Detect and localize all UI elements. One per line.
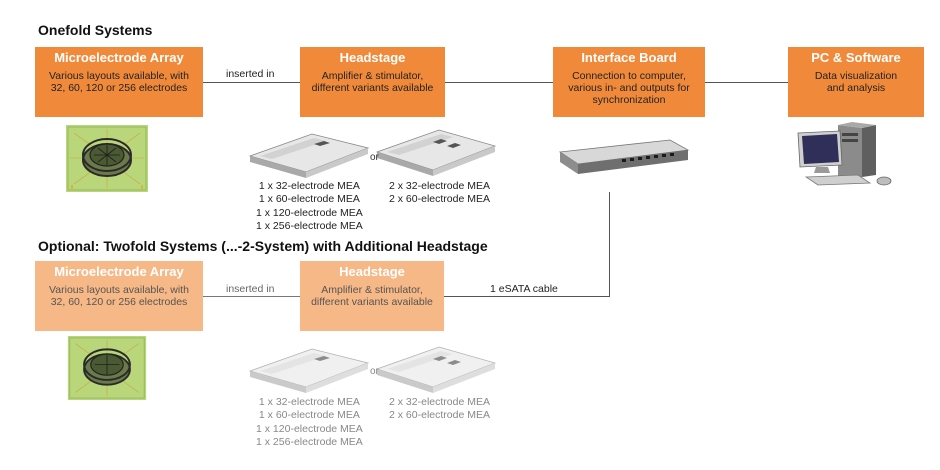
list-item: 2 x 32-electrode MEA	[389, 396, 490, 408]
mea-chip-icon	[66, 125, 148, 192]
list-item: 1 x 32-electrode MEA	[258, 180, 360, 192]
twofold-single-headstage-list: 1 x 32-electrode MEA 1 x 60-electrode ME…	[256, 396, 363, 450]
interface-board-box-title: Interface Board	[581, 50, 677, 65]
twofold-mea-box-title: Microelectrode Array	[54, 264, 184, 279]
headstage-dual-icon	[375, 129, 497, 176]
esata-cable-horizontal	[444, 296, 610, 297]
list-item: 1 x 120-electrode MEA	[256, 206, 363, 219]
list-item: 1 x 60-electrode MEA	[258, 193, 360, 206]
mea-box: Microelectrode Array Various layouts ava…	[35, 47, 203, 117]
interface-board-icon	[558, 139, 690, 174]
twofold-headstage-dual-icon	[375, 346, 497, 393]
headstage-box-description: Amplifier & stimulator, different varian…	[311, 70, 434, 94]
mea-headstage-connector	[203, 82, 300, 83]
twofold-mea-box: Microelectrode Array Various layouts ava…	[35, 261, 203, 331]
list-item: 1 x 120-electrode MEA	[256, 422, 363, 435]
dual-headstage-list: 2 x 32-electrode MEA 2 x 60-electrode ME…	[389, 180, 490, 207]
or-label: or	[370, 152, 379, 163]
list-item: 1 x 32-electrode MEA	[258, 396, 360, 408]
pc-software-box: PC & Software Data visualization and ana…	[788, 47, 924, 117]
onefold-section-title: Onefold Systems	[38, 22, 153, 38]
list-item: 1 x 60-electrode MEA	[258, 409, 360, 422]
computer-icon	[797, 122, 892, 186]
inserted-in-label: inserted in	[226, 68, 275, 80]
headstage-single-icon	[248, 133, 370, 178]
twofold-mea-chip-icon	[67, 336, 147, 400]
twofold-headstage-single-icon	[248, 348, 370, 393]
twofold-headstage-box-title: Headstage	[339, 264, 405, 279]
esata-cable-label: 1 eSATA cable	[490, 283, 558, 295]
twofold-dual-headstage-list: 2 x 32-electrode MEA 2 x 60-electrode ME…	[389, 396, 490, 423]
esata-cable-vertical	[609, 192, 610, 296]
single-headstage-list: 1 x 32-electrode MEA 1 x 60-electrode ME…	[256, 180, 363, 234]
twofold-or-label: or	[370, 366, 379, 377]
interface-board-box: Interface Board Connection to computer, …	[553, 47, 705, 117]
twofold-mea-headstage-connector	[203, 296, 300, 297]
list-item: 2 x 60-electrode MEA	[389, 409, 490, 422]
twofold-headstage-box: Headstage Amplifier & stimulator, differ…	[300, 261, 444, 331]
interface-board-box-description: Connection to computer, various in- and …	[568, 70, 690, 106]
list-item: 2 x 60-electrode MEA	[389, 193, 490, 206]
twofold-inserted-in-label: inserted in	[226, 283, 275, 295]
headstage-box-title: Headstage	[339, 50, 406, 65]
list-item: 1 x 256-electrode MEA	[256, 436, 363, 449]
headstage-interface-connector	[445, 82, 553, 83]
interface-pc-connector	[705, 82, 788, 83]
headstage-box: Headstage Amplifier & stimulator, differ…	[300, 47, 445, 117]
mea-box-description: Various layouts available, with 32, 60, …	[49, 70, 189, 94]
mea-box-title: Microelectrode Array	[54, 50, 184, 65]
pc-software-box-description: Data visualization and analysis	[814, 70, 898, 94]
list-item: 1 x 256-electrode MEA	[256, 220, 363, 233]
twofold-mea-box-description: Various layouts available, with 32, 60, …	[49, 284, 189, 308]
list-item: 2 x 32-electrode MEA	[389, 180, 490, 192]
pc-software-box-title: PC & Software	[811, 50, 901, 65]
twofold-section-title: Optional: Twofold Systems (...-2-System)…	[38, 238, 488, 254]
twofold-headstage-box-description: Amplifier & stimulator, different varian…	[311, 284, 433, 308]
